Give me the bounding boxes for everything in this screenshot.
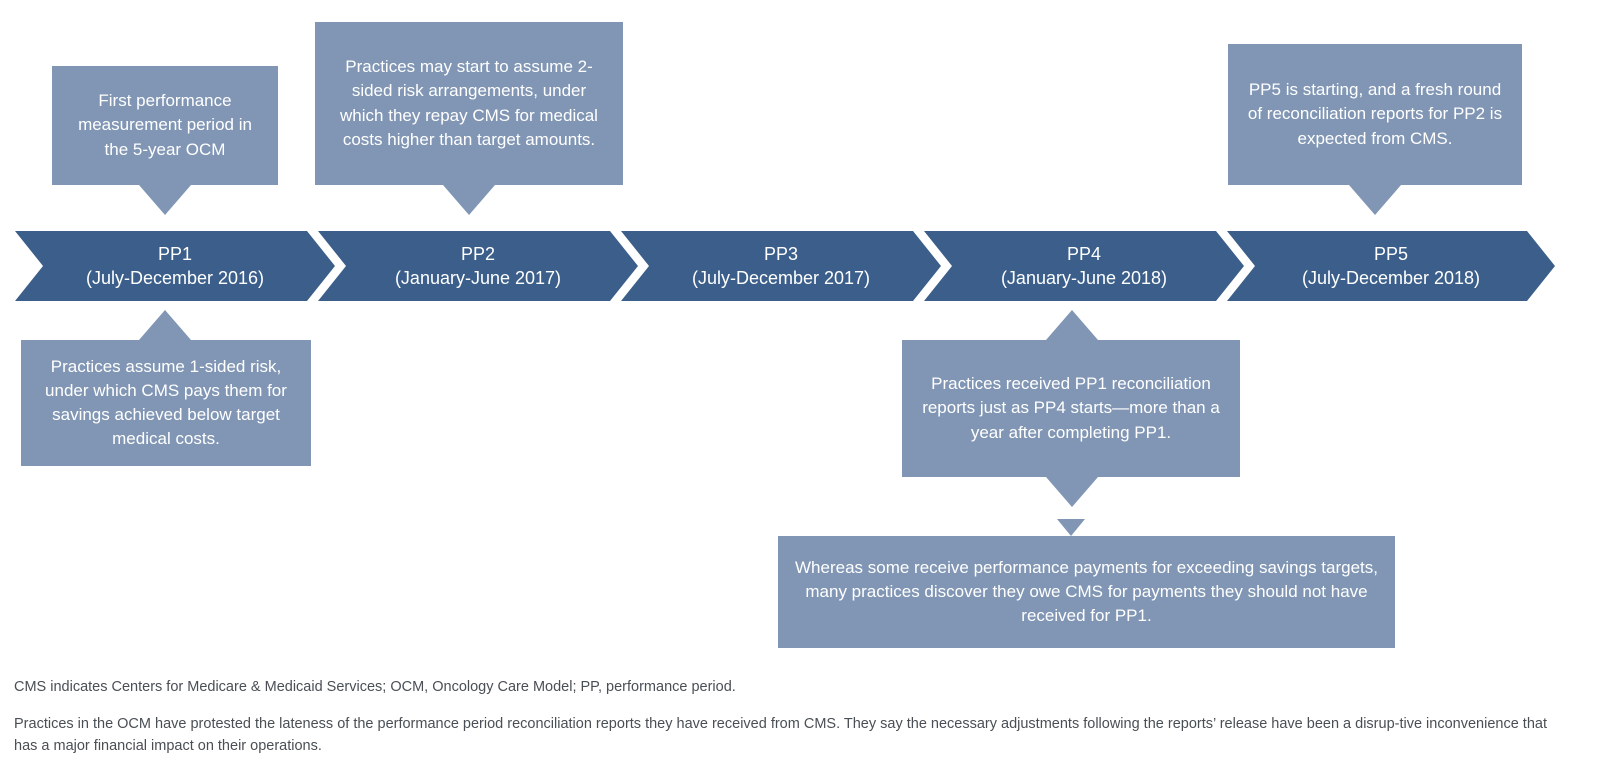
callout-pp5-above-tail [1349, 185, 1401, 215]
callout-pp1-below-tail [139, 310, 191, 340]
timeline-period-pp4-dates: (January-June 2018) [1000, 268, 1168, 288]
timeline-period-pp2-dates: (January-June 2017) [394, 268, 562, 288]
timeline-period-pp1-label: PP1 [157, 243, 193, 264]
callout-pp5-above-text: PP5 is starting, and a fresh round of re… [1247, 80, 1503, 148]
timeline-period-pp3[interactable]: PP3 (July-December 2017) [621, 231, 941, 301]
callout-pp4-below-tail [1046, 310, 1098, 340]
callout-bottom-tail [1057, 519, 1085, 536]
callout-pp2-above: Practices may start to assume 2-sided ri… [315, 22, 623, 185]
callout-pp1-above-tail [139, 185, 191, 215]
callout-bottom-wide-text: Whereas some receive performance payment… [795, 557, 1378, 626]
timeline-period-pp4[interactable]: PP4 (January-June 2018) [924, 231, 1244, 301]
callout-bottom-wide: Whereas some receive performance payment… [778, 536, 1395, 648]
timeline-period-pp1[interactable]: PP1 (July-December 2016) [15, 231, 335, 301]
timeline-period-pp2-label: PP2 [460, 243, 496, 264]
callout-pp2-above-text: Practices may start to assume 2-sided ri… [340, 57, 598, 149]
footnote-body: Practices in the OCM have protested the … [14, 716, 1547, 755]
timeline-chevron-bar: PP1 (July-December 2016) PP2 (January-Ju… [15, 231, 1555, 301]
timeline-period-pp5-label: PP5 [1373, 243, 1409, 264]
callout-pp4-connector-tail [1046, 477, 1098, 507]
timeline-period-pp3-label: PP3 [763, 243, 799, 264]
timeline-period-pp1-dates: (July-December 2016) [85, 268, 265, 288]
timeline-period-pp2[interactable]: PP2 (January-June 2017) [318, 231, 638, 301]
callout-pp4-below: Practices received PP1 reconciliation re… [902, 340, 1240, 477]
footnote-abbreviations: CMS indicates Centers for Medicare & Med… [14, 679, 736, 695]
timeline-period-pp5[interactable]: PP5 (July-December 2018) [1227, 231, 1555, 301]
timeline-period-pp3-dates: (July-December 2017) [691, 268, 871, 288]
callout-pp1-above-text: First performance measurement period in … [78, 91, 252, 159]
callout-pp4-below-text: Practices received PP1 reconciliation re… [922, 374, 1220, 442]
timeline-period-pp5-dates: (July-December 2018) [1301, 268, 1481, 288]
callout-pp5-above: PP5 is starting, and a fresh round of re… [1228, 44, 1522, 185]
callout-pp1-below-text: Practices assume 1-sided risk, under whi… [45, 356, 287, 449]
timeline-period-pp4-label: PP4 [1066, 243, 1102, 264]
callout-pp2-above-tail [443, 185, 495, 215]
callout-pp1-above: First performance measurement period in … [52, 66, 278, 185]
callout-pp1-below: Practices assume 1-sided risk, under whi… [21, 340, 311, 466]
